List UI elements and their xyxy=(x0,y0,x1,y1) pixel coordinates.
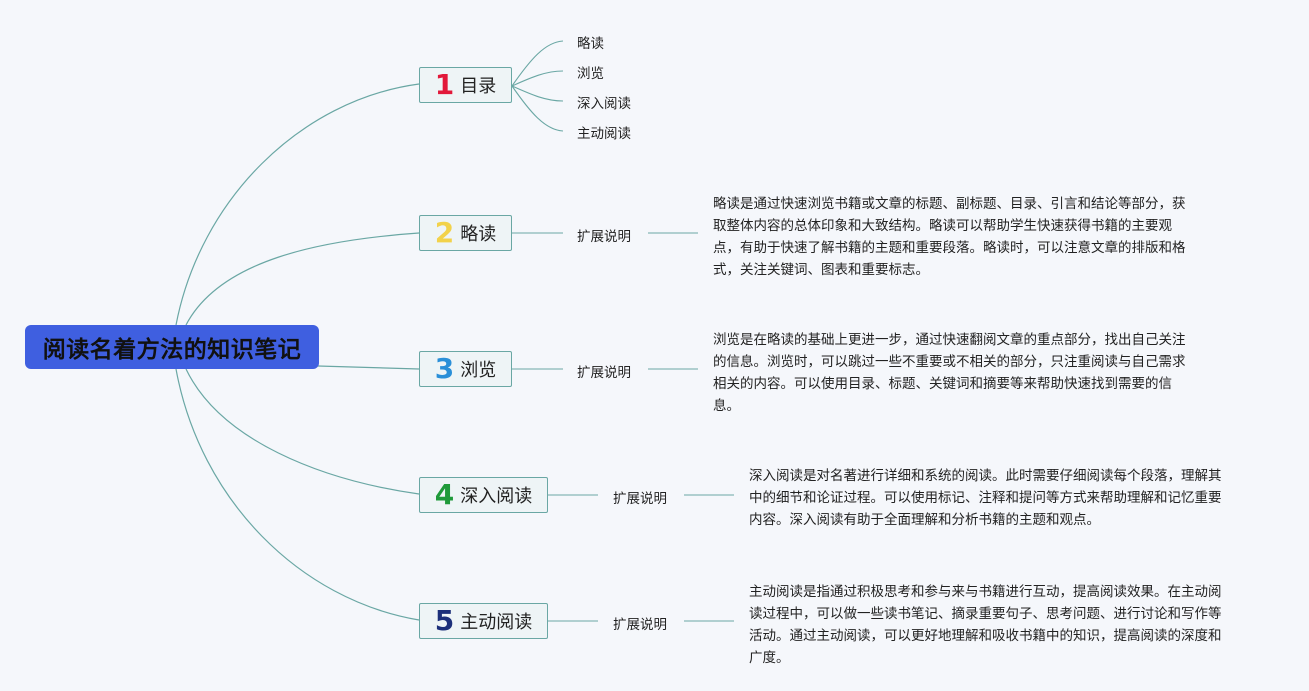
expand-label-3[interactable]: 扩展说明 xyxy=(577,365,631,381)
branch-node-3[interactable]: 3 浏览 xyxy=(419,351,512,387)
branch-number-5: 5 xyxy=(434,604,455,637)
connector-root-4 xyxy=(185,368,420,495)
expand-label-5[interactable]: 扩展说明 xyxy=(613,617,667,633)
expand-label-4[interactable]: 扩展说明 xyxy=(613,491,667,507)
root-label: 阅读名着方法的知识笔记 xyxy=(42,337,302,363)
branch-label-1: 目录 xyxy=(460,76,497,97)
connector-root-2 xyxy=(185,232,420,326)
branch-number-2: 2 xyxy=(434,216,455,249)
branch-label-3: 浏览 xyxy=(460,360,497,381)
expand-label-2[interactable]: 扩展说明 xyxy=(577,229,631,245)
branch-label-5: 主动阅读 xyxy=(460,612,533,633)
description-4: 深入阅读是对名著进行详细和系统的阅读。此时需要仔细阅读每个段落，理解其 中的细节… xyxy=(749,468,1222,528)
connector-root-5 xyxy=(175,368,420,621)
connector-1-leaf3 xyxy=(511,85,564,102)
leaf-node[interactable]: 深入阅读 xyxy=(577,96,631,112)
branch-node-1[interactable]: 1 目录 xyxy=(419,67,512,103)
branch-node-2[interactable]: 2 略读 xyxy=(419,215,512,251)
description-2: 略读是通过快速浏览书籍或文章的标题、副标题、目录、引言和结论等部分，获 取整体内… xyxy=(713,196,1186,278)
description-3: 浏览是在略读的基础上更进一步，通过快速翻阅文章的重点部分，找出自己关注 的信息。… xyxy=(713,332,1186,414)
branch-number-3: 3 xyxy=(434,352,455,385)
branch-node-5[interactable]: 5 主动阅读 xyxy=(419,603,548,639)
connector-root-3 xyxy=(317,365,420,370)
leaf-node[interactable]: 略读 xyxy=(577,36,604,52)
branch-label-2: 略读 xyxy=(460,224,497,245)
leaf-node[interactable]: 主动阅读 xyxy=(577,126,631,142)
connector-1-leaf1 xyxy=(511,40,564,87)
root-node[interactable]: 阅读名着方法的知识笔记 xyxy=(25,325,319,369)
connector-1-leaf2 xyxy=(511,70,564,87)
leaf-node[interactable]: 浏览 xyxy=(577,66,604,82)
branch-number-1: 1 xyxy=(434,68,455,101)
branch-node-4[interactable]: 4 深入阅读 xyxy=(419,477,548,513)
connector-root-1 xyxy=(175,83,420,326)
description-5: 主动阅读是指通过积极思考和参与来与书籍进行互动，提高阅读效果。在主动阅 读过程中… xyxy=(749,584,1222,666)
connector-1-leaf4 xyxy=(511,85,564,132)
branch-label-4: 深入阅读 xyxy=(460,486,533,507)
branch-number-4: 4 xyxy=(434,478,455,511)
